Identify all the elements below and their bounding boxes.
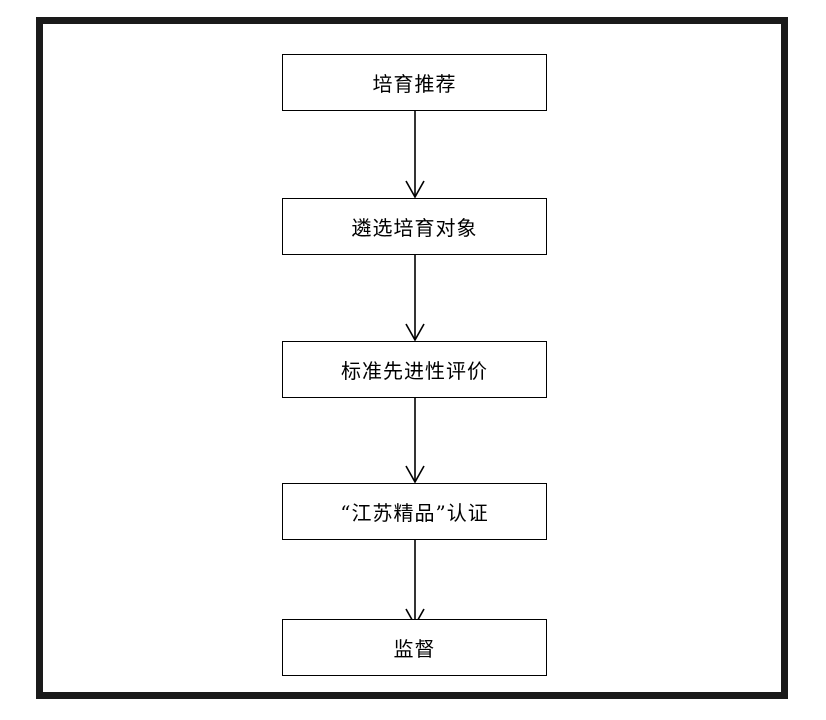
step-label: 遴选培育对象: [351, 216, 478, 240]
arrow-down-icon: [405, 255, 425, 342]
arrow-4: [404, 540, 426, 627]
arrow-1: [404, 111, 426, 199]
arrow-2: [404, 255, 426, 342]
arrow-3: [404, 398, 426, 484]
step-label: “江苏精品”认证: [340, 501, 489, 525]
step-box-recommend: 培育推荐: [282, 54, 547, 111]
step-box-evaluate: 标准先进性评价: [282, 341, 547, 398]
step-box-select: 遴选培育对象: [282, 198, 547, 255]
step-box-certify: “江苏精品”认证: [282, 483, 547, 540]
arrow-down-icon: [405, 111, 425, 199]
step-label: 监督: [393, 637, 436, 661]
step-label: 标准先进性评价: [341, 359, 488, 383]
step-label: 培育推荐: [372, 72, 457, 96]
arrow-down-icon: [405, 398, 425, 484]
step-box-supervise: 监督: [282, 619, 547, 676]
diagram-frame: 培育推荐 遴选培育对象 标准先进性评价 “江苏精品”认证 监督: [36, 17, 788, 699]
arrow-down-icon: [405, 540, 425, 627]
